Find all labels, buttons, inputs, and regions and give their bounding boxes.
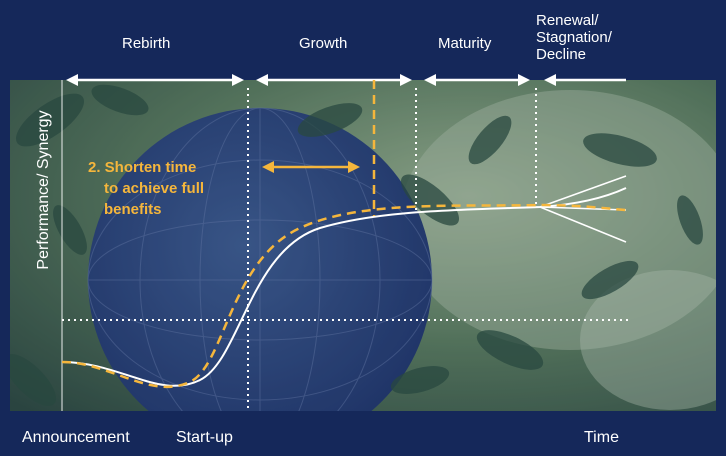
background-photo (10, 80, 716, 411)
arrowhead-icon (544, 74, 556, 86)
stage-label-renewal-line1: Renewal/ (536, 12, 599, 29)
callout-line2: to achieve full (104, 180, 205, 197)
stage-label-growth: Growth (299, 35, 348, 52)
arrowhead-icon (400, 74, 412, 86)
arrowhead-icon (518, 74, 530, 86)
accelerated-curve (61, 203, 627, 388)
foliage-globe-image (10, 80, 716, 411)
arrowhead-icon (66, 74, 78, 86)
arrowhead-icon (232, 74, 244, 86)
footer-label-start-up: Start-up (176, 429, 233, 446)
stage-header (10, 4, 716, 80)
arrowhead-icon (256, 74, 268, 86)
stage-label-maturity: Maturity (438, 35, 492, 52)
renewal-branch (539, 175, 627, 208)
footer-label-announcement: Announcement (22, 429, 130, 446)
callout-line1: 2. Shorten time (88, 159, 197, 176)
callout-line3: benefits (104, 201, 162, 218)
stage-label-renewal-line2: Stagnation/ (536, 29, 612, 46)
y-axis-label: Performance/ Synergy (35, 110, 52, 270)
stage-label-rebirth: Rebirth (122, 35, 171, 52)
footer-label-time: Time (584, 429, 619, 446)
arrowhead-icon (424, 74, 436, 86)
stage-label-renewal: Renewal/ Stagnation/ Decline (536, 12, 612, 63)
arrowhead-icon (348, 161, 360, 173)
stagnation-branch (539, 206, 627, 211)
stage-label-renewal-line3: Decline (536, 46, 587, 63)
shorten-time-callout: 2. Shorten time to achieve full benefits (88, 157, 204, 220)
time-axis-footer (10, 411, 716, 456)
decline-branch (539, 206, 627, 243)
arrowhead-icon (262, 161, 274, 173)
